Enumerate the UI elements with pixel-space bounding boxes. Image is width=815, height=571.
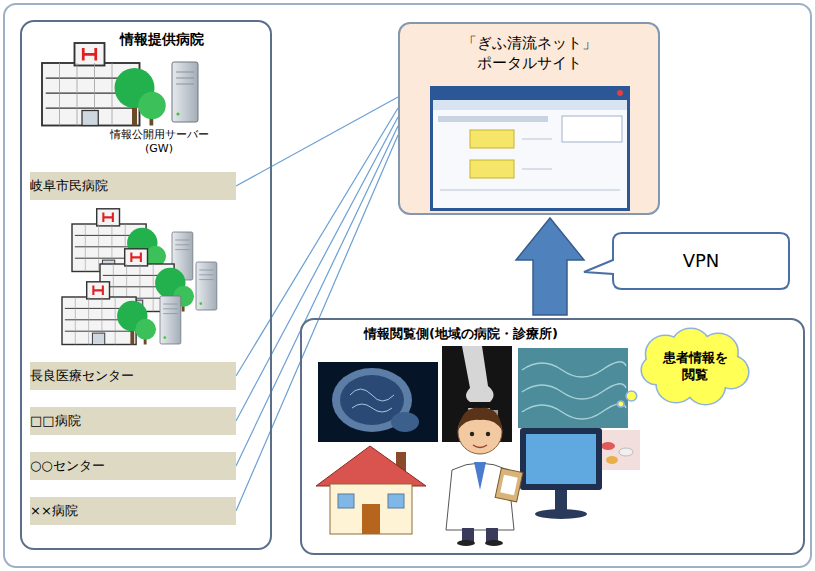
- house-illustration: [316, 446, 426, 534]
- viewer-panel: 情報閲覧側(地域の病院・診療所) 患者情報を 閲覧: [300, 318, 805, 555]
- monitor-illustration: [520, 428, 602, 519]
- block-arrow: [516, 218, 584, 315]
- link-line: [236, 117, 398, 421]
- portal-box: 「ぎふ清流ネット」 ポータルサイト: [398, 22, 660, 215]
- node-text: 情報閲覧側(地域の病院・診療所): [364, 326, 558, 343]
- mri-image: [318, 362, 438, 442]
- node-text: 長良医療センター: [30, 368, 134, 385]
- hospital-tag: 長良医療センター: [30, 362, 236, 390]
- hospital-tag: □□病院: [30, 407, 236, 435]
- link-line: [236, 126, 398, 466]
- provider-panel: 情報提供病院岐阜市民病院長良医療センター □□病院 ○○センター ××病院: [20, 20, 272, 550]
- hospital-group-illustration: [62, 209, 217, 345]
- node-text: 情報提供病院: [120, 30, 204, 48]
- vpn-callout: VPN: [612, 232, 790, 290]
- link-line: [236, 135, 398, 511]
- hospital-tag: ××病院: [30, 497, 236, 525]
- link-line: [236, 97, 398, 186]
- medicine-image: [596, 430, 640, 470]
- speech-cloud: 患者情報を 閲覧: [642, 332, 748, 402]
- doctor-illustration: [446, 408, 523, 546]
- hospital-illustration: [42, 43, 198, 126]
- node-text: 「ぎふ清流ネット」 ポータルサイト: [439, 34, 619, 73]
- node-text: VPN: [683, 249, 720, 272]
- portal-screenshot: [430, 86, 630, 211]
- outer-frame: [4, 4, 811, 567]
- hospital-tag: ○○センター: [30, 452, 236, 480]
- node-text: ××病院: [30, 503, 78, 520]
- node-text: ○○センター: [30, 458, 105, 475]
- scan-image: [518, 348, 628, 428]
- server-caption: 情報公開用サーバー (GW): [105, 128, 213, 157]
- hospital-tag: 岐阜市民病院: [30, 172, 236, 200]
- node-text: 患者情報を 閲覧: [656, 350, 734, 384]
- node-text: □□病院: [30, 413, 81, 430]
- node-text: 岐阜市民病院: [30, 178, 108, 195]
